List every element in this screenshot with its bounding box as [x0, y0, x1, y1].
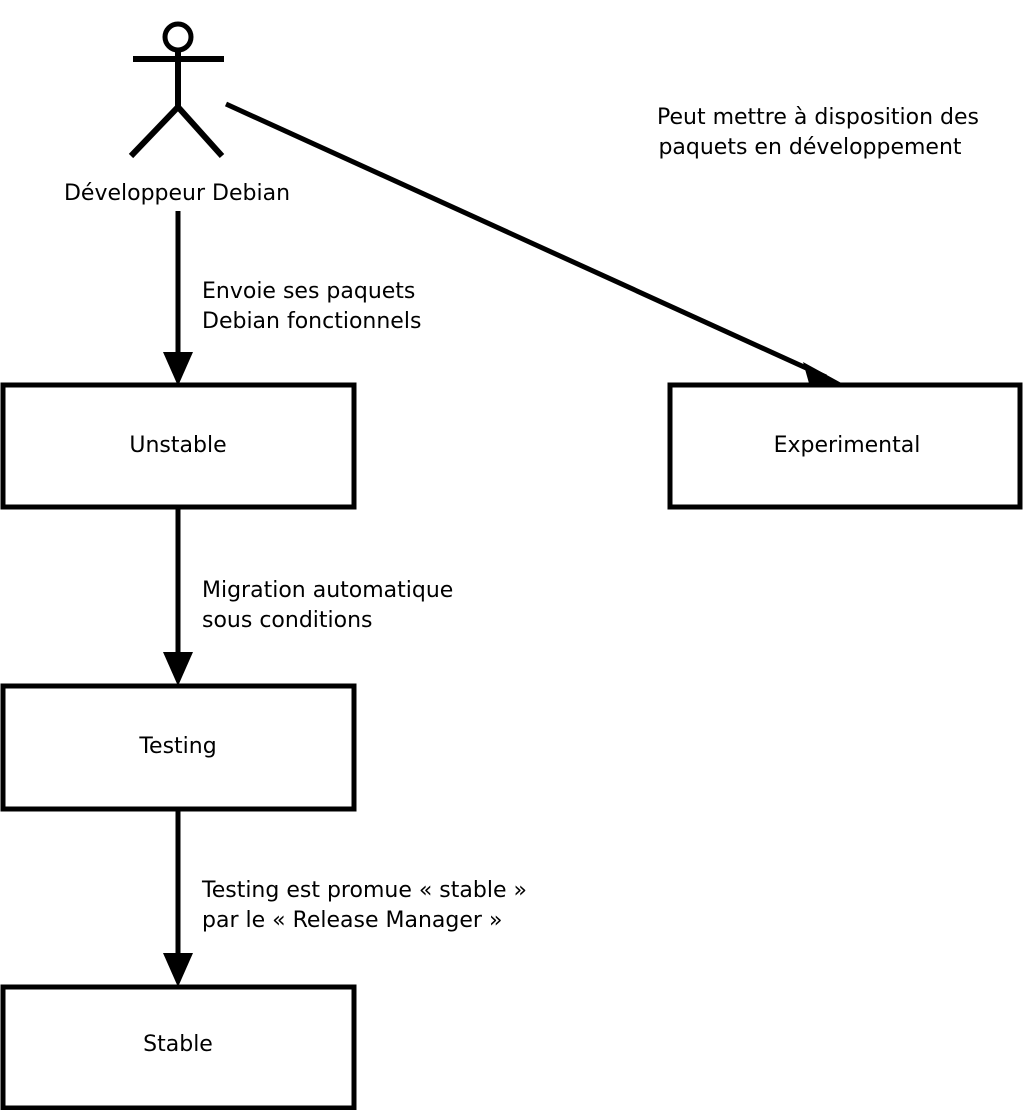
arrow-testing-to-stable: Testing est promue « stable » par le « R…	[163, 810, 527, 987]
box-experimental[interactable]: Experimental	[667, 382, 1023, 510]
box-stable-label: Stable	[143, 1032, 213, 1057]
edge-label-unstable-to-testing-line-1: Migration automatique	[202, 578, 453, 603]
arrow-developer-to-unstable: Envoie ses paquets Debian fonctionnels	[163, 211, 421, 386]
edge-label-developer-to-unstable-line-1: Envoie ses paquets	[202, 279, 415, 304]
experimental-note: Peut mettre à disposition des paquets en…	[657, 105, 979, 160]
actor-head-icon	[162, 21, 194, 53]
arrow-unstable-to-testing-head	[163, 652, 193, 686]
box-unstable-label: Unstable	[129, 433, 226, 458]
box-experimental-rect[interactable]	[667, 382, 1023, 510]
box-testing-label: Testing	[138, 734, 216, 759]
box-testing-rect[interactable]	[0, 683, 357, 812]
actor-label: Développeur Debian	[64, 181, 290, 206]
arrow-testing-to-stable-head	[163, 953, 193, 987]
box-stable[interactable]: Stable	[0, 984, 357, 1110]
edge-label-developer-to-unstable-line-2: Debian fonctionnels	[202, 309, 421, 334]
box-stable-rect[interactable]	[0, 984, 357, 1110]
edge-label-testing-to-stable-line-2: par le « Release Manager »	[202, 908, 502, 933]
box-unstable-rect[interactable]	[0, 382, 357, 510]
experimental-note-line-1: Peut mettre à disposition des	[657, 105, 979, 130]
arrow-unstable-to-testing: Migration automatique sous conditions	[163, 508, 453, 686]
actor-debian-developer: Développeur Debian	[64, 21, 290, 206]
experimental-note-line-2: paquets en développement	[658, 135, 961, 160]
edge-label-testing-to-stable-line-1: Testing est promue « stable »	[201, 878, 527, 903]
box-testing[interactable]: Testing	[0, 683, 357, 812]
box-experimental-label: Experimental	[774, 433, 921, 458]
box-unstable[interactable]: Unstable	[0, 382, 357, 510]
arrow-developer-to-unstable-head	[163, 352, 193, 386]
actor-left-leg-icon	[128, 104, 181, 159]
actor-right-leg-icon	[175, 104, 225, 159]
arrow-developer-to-experimental-line	[224, 101, 828, 380]
edge-label-unstable-to-testing-line-2: sous conditions	[202, 608, 373, 633]
